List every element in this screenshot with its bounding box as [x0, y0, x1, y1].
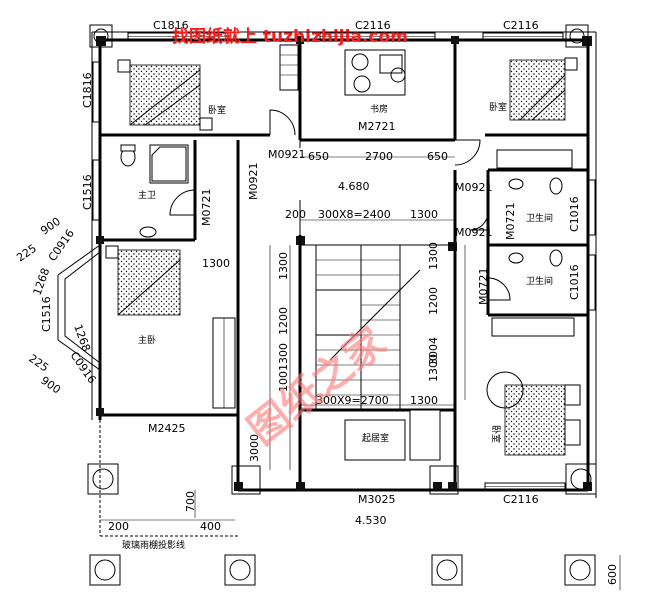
dim-1300-c: 1300 [277, 252, 290, 280]
label-m2721: M2721 [358, 120, 396, 133]
room-bedroom-se: 卧室 [490, 425, 502, 443]
label-c2116-top-right: C2116 [503, 19, 539, 32]
dim-200-b: 200 [108, 520, 129, 533]
dim-1268-a: 1268 [31, 266, 53, 297]
decorative-posts [87, 24, 597, 586]
label-c1016-a: C1016 [568, 196, 581, 232]
label-m2425: M2425 [148, 422, 186, 435]
dim-3004: 3004 [427, 337, 440, 365]
label-m0921-b: M0921 [247, 163, 260, 201]
dim-225-b: 225 [26, 352, 51, 375]
furniture [105, 44, 581, 461]
room-master-bedroom: 主卧 [138, 334, 156, 346]
dim-700: 700 [184, 491, 197, 512]
windows [57, 32, 596, 491]
label-c1516-a: C1516 [81, 174, 94, 210]
dim-650-right: 650 [427, 150, 448, 163]
label-c1516-b: C1516 [40, 296, 53, 332]
dim-3000: 3000 [248, 434, 261, 462]
label-m3025: M3025 [358, 493, 396, 506]
room-bedroom-nw: 卧室 [208, 104, 226, 116]
glass-canopy-label: 玻璃雨棚投影线 [122, 539, 185, 551]
level-lower: 4.530 [355, 514, 387, 527]
label-m0721-a: M0721 [200, 189, 213, 227]
doors [169, 109, 511, 301]
dim-1300-a: 1300 [410, 208, 438, 221]
level-upper: 4.680 [338, 180, 370, 193]
dim-2700: 2700 [365, 150, 393, 163]
dim-1300-g: 1300 [410, 394, 438, 407]
room-living: 起居室 [362, 432, 389, 444]
label-m0721-c: M0721 [477, 268, 490, 306]
dim-1200-b: 1200 [427, 287, 440, 315]
dim-1001300: 1001300 [277, 343, 290, 392]
dim-1300-e: 1300 [427, 354, 440, 382]
watermark-top: 找图纸就上 tuzhizhijia.com [172, 26, 408, 47]
room-labels: 卧室 书房 卧室 主卫 主卧 卫生间 卫生间 卧室 起居室 玻璃雨棚投影线 [122, 101, 553, 551]
dim-400: 400 [200, 520, 221, 533]
label-m0921-c: M0921 [455, 181, 493, 194]
dimension-lines [99, 156, 621, 590]
label-m0921-d: M0921 [455, 226, 493, 239]
label-c1816-left: C1816 [81, 72, 94, 108]
room-bath-2: 卫生间 [526, 275, 553, 287]
room-master-bath: 主卫 [138, 189, 156, 201]
dim-300x9: 300X9=2700 [316, 394, 389, 407]
dim-1300-d: 1300 [427, 242, 440, 270]
dim-900-a: 900 [38, 215, 63, 238]
room-study: 书房 [370, 103, 388, 115]
room-bath-1: 卫生间 [526, 212, 553, 224]
dim-225-a: 225 [14, 242, 39, 265]
label-m0921-a: M0921 [268, 148, 306, 161]
dim-200-a: 200 [285, 208, 306, 221]
dim-1200-a: 1200 [277, 307, 290, 335]
room-bedroom-ne: 卧室 [489, 101, 507, 113]
label-c2116-top-center: C2116 [355, 19, 391, 32]
label-c2116-bottom: C2116 [503, 493, 539, 506]
staircase [299, 200, 456, 411]
label-c0916-b: C0916 [68, 349, 99, 386]
dim-1300-b: 1300 [202, 257, 230, 270]
dim-650-left: 650 [308, 150, 329, 163]
label-c1816-top: C1816 [153, 19, 189, 32]
dim-900-b: 900 [38, 374, 63, 397]
label-m0721-b: M0721 [504, 203, 517, 241]
label-c1016-b: C1016 [568, 264, 581, 300]
dim-300x8: 300X8=2400 [318, 208, 391, 221]
dim-1268-b: 1268 [71, 323, 93, 354]
dim-600: 600 [606, 564, 619, 585]
